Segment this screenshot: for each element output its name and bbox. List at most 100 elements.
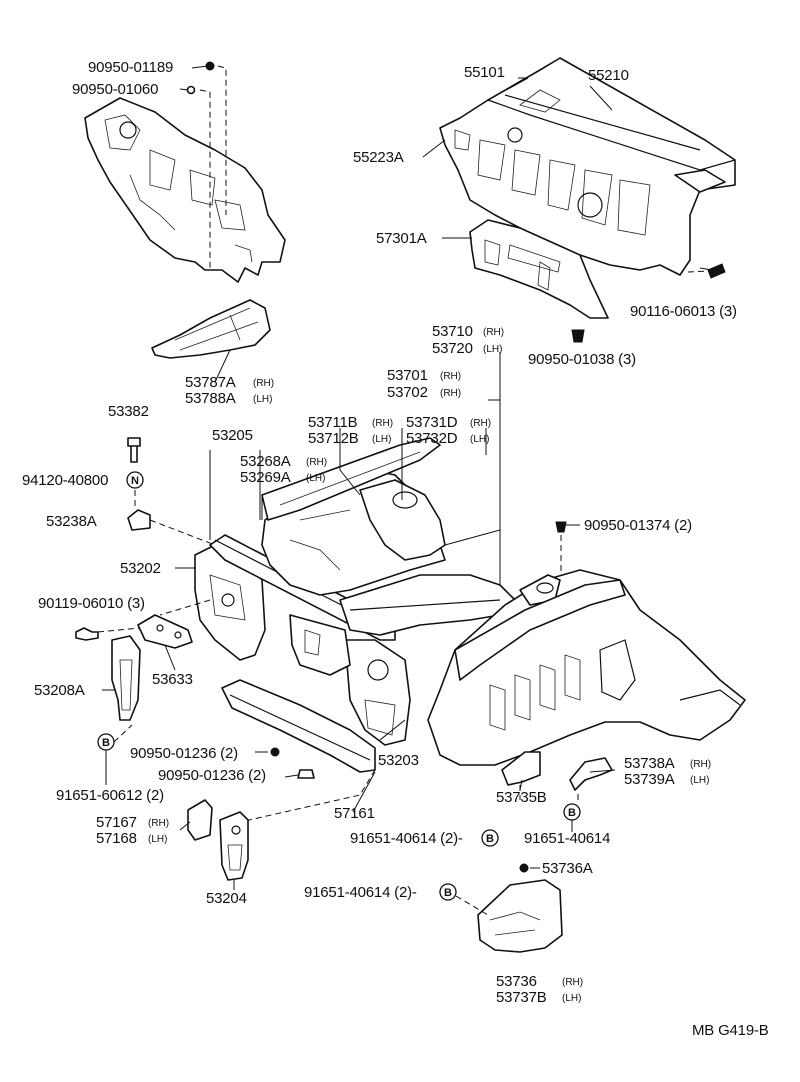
label-90119-06010: 90119-06010 (3) xyxy=(38,595,145,612)
nut-53736a xyxy=(519,863,529,873)
label-53382: 53382 xyxy=(108,403,149,420)
callout-b-low: B xyxy=(439,883,457,901)
callout-n: N xyxy=(126,471,144,489)
svg-text:B: B xyxy=(486,833,494,845)
label-53732d: 53732D xyxy=(406,430,458,447)
label-53203: 53203 xyxy=(378,752,419,769)
label-57167-rh: (RH) xyxy=(148,818,169,829)
label-53268a: 53268A xyxy=(240,453,291,470)
panel-left-53208 xyxy=(289,614,351,676)
dash-insulator-left xyxy=(84,97,286,283)
label-57301a: 57301A xyxy=(376,230,427,247)
label-53205: 53205 xyxy=(212,427,253,444)
label-53731d-rh: (RH) xyxy=(470,418,491,429)
label-53204: 53204 xyxy=(206,890,247,907)
label-53711b-rh: (RH) xyxy=(372,418,393,429)
bracket-53735b xyxy=(501,751,541,786)
callout-b-mid: B xyxy=(481,829,499,847)
label-90950-01236b: 90950-01236 (2) xyxy=(158,767,266,784)
label-53712b: 53712B xyxy=(308,430,359,447)
label-53732d-lh: (LH) xyxy=(470,434,489,445)
rail-53268a xyxy=(261,437,441,521)
label-91651-40614a: 91651-40614 (2)- xyxy=(350,830,463,847)
bracket-57167 xyxy=(187,799,213,841)
label-94120-40800: 94120-40800 xyxy=(22,472,108,489)
label-53701: 53701 xyxy=(387,367,428,384)
label-90950-01374: 90950-01374 (2) xyxy=(584,517,692,534)
callout-b-left: B xyxy=(97,733,115,751)
label-53633: 53633 xyxy=(152,671,193,688)
label-53739a-lh: (LH) xyxy=(690,775,709,786)
label-53720: 53720 xyxy=(432,340,473,357)
label-53208a: 53208A xyxy=(34,682,85,699)
label-53736: 53736 xyxy=(496,973,537,990)
label-55210: 55210 xyxy=(588,67,629,84)
label-90950-01060: 90950-01060 xyxy=(72,81,158,98)
label-53702: 53702 xyxy=(387,384,428,401)
label-53787a-rh: (RH) xyxy=(253,378,274,389)
label-91651-40614c: 91651-40614 (2)- xyxy=(304,884,417,901)
label-53710-rh: (RH) xyxy=(483,327,504,338)
dash-panel-upper xyxy=(439,57,736,276)
mount-53731d xyxy=(359,479,446,561)
label-53269a-lh: (LH) xyxy=(306,473,325,484)
clip-90950-01374 xyxy=(555,521,567,533)
label-53269a: 53269A xyxy=(240,469,291,486)
label-90950-01236a: 90950-01236 (2) xyxy=(130,745,238,762)
label-53711b: 53711B xyxy=(308,414,358,431)
label-57161: 57161 xyxy=(334,805,375,822)
label-53702-rh: (RH) xyxy=(440,388,461,399)
label-55223a: 55223A xyxy=(353,149,404,166)
label-91651-60612: 91651-60612 (2) xyxy=(56,787,164,804)
label-53720-lh: (LH) xyxy=(483,344,502,355)
svg-text:B: B xyxy=(102,737,110,749)
label-53202: 53202 xyxy=(120,560,161,577)
bolt-53382 xyxy=(127,437,141,463)
dash-insulator-lower xyxy=(469,219,609,319)
bracket-53633 xyxy=(137,614,193,649)
label-90950-01038: 90950-01038 (3) xyxy=(528,351,636,368)
label-53238a: 53238A xyxy=(46,513,97,530)
label-90950-01189: 90950-01189 xyxy=(88,59,173,76)
label-53736a: 53736A xyxy=(542,860,593,877)
clip-90950-01038 xyxy=(571,329,585,343)
label-90116-06013: 90116-06013 (3) xyxy=(630,303,737,320)
diagram-ref-code: MB G419-B xyxy=(692,1022,769,1039)
label-53701-rh: (RH) xyxy=(440,371,461,382)
clip-90950-01060 xyxy=(186,85,196,95)
label-57168: 57168 xyxy=(96,830,137,847)
label-53788a: 53788A xyxy=(185,390,236,407)
bracket-53238a xyxy=(127,509,151,531)
nut-90950-01236a xyxy=(270,747,280,757)
svg-text:B: B xyxy=(568,807,576,819)
bolt-90116-06013 xyxy=(707,263,726,279)
bracket-53208a xyxy=(111,635,141,721)
label-53739a: 53739A xyxy=(624,771,675,788)
label-53787a: 53787A xyxy=(185,374,236,391)
bracket-53204 xyxy=(219,811,249,881)
label-91651-40614b: 91651-40614 xyxy=(524,830,610,847)
clip-90950-01236b xyxy=(297,769,315,779)
bracket-53738a xyxy=(569,757,613,791)
callout-b-right: B xyxy=(563,803,581,821)
label-53736-rh: (RH) xyxy=(562,977,583,988)
label-57168-lh: (LH) xyxy=(148,834,167,845)
splash-shield-53736 xyxy=(477,879,563,953)
label-53731d: 53731D xyxy=(406,414,458,431)
label-53735b: 53735B xyxy=(496,789,547,806)
bracket-53203 xyxy=(344,639,411,746)
label-53738a: 53738A xyxy=(624,755,675,772)
label-53710: 53710 xyxy=(432,323,473,340)
label-55101: 55101 xyxy=(464,64,505,81)
svg-text:B: B xyxy=(444,887,452,899)
svg-text:N: N xyxy=(131,475,139,487)
bolt-90119-06010 xyxy=(75,627,99,641)
upper-rail-53720 xyxy=(454,579,626,681)
fender-apron-53710 xyxy=(427,569,746,766)
label-57167: 57167 xyxy=(96,814,137,831)
bracket-53787a xyxy=(151,299,271,359)
label-53712b-lh: (LH) xyxy=(372,434,391,445)
label-53737b-lh: (LH) xyxy=(562,993,581,1004)
